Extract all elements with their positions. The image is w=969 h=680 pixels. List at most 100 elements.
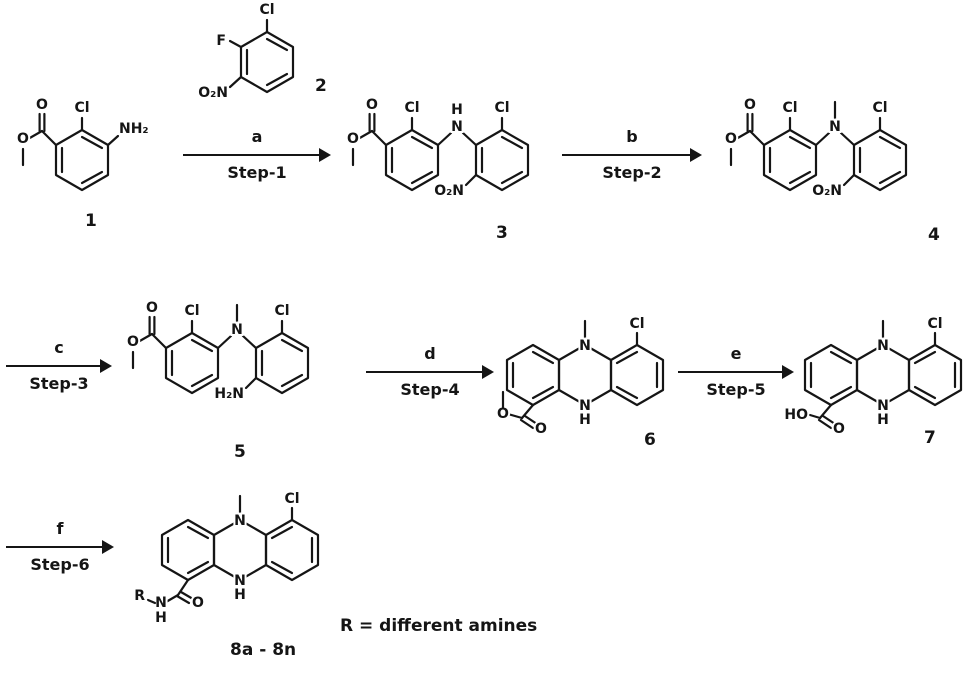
arrow-icon — [183, 148, 331, 162]
phenazine-core — [507, 316, 663, 428]
compound-8-drawing: O N H R — [132, 488, 340, 628]
benzene-ring — [254, 331, 310, 395]
bond — [464, 173, 478, 187]
arrow-icon — [366, 365, 494, 379]
double-bond — [519, 418, 535, 430]
atom-label-n: N — [829, 119, 841, 135]
phenazine-core — [805, 316, 961, 428]
chloro-group — [402, 98, 422, 132]
benzene-ring — [474, 128, 530, 192]
chloro-group — [72, 98, 92, 132]
reagent-label: a — [251, 127, 263, 146]
compound-4-drawing: N O₂N — [723, 95, 908, 201]
atom-label-r: R — [134, 588, 145, 604]
methyl-ester-group — [15, 95, 58, 167]
atom-label-h: H — [155, 610, 167, 626]
reaction-arrow-step-1: a Step-1 — [183, 126, 331, 184]
arrow-icon — [562, 148, 702, 162]
chloro-group — [780, 98, 800, 132]
double-bond — [821, 414, 837, 426]
atom-label-h: H — [451, 102, 463, 118]
compound-5-structure: N H₂N — [120, 255, 350, 424]
methyl-ester-group — [125, 298, 168, 370]
chloro-group — [870, 98, 890, 132]
compound-1-label: 1 — [85, 211, 97, 231]
benzene-ring — [762, 128, 818, 192]
reaction-arrow-step-4: d Step-4 — [366, 343, 494, 401]
methyl-ester-group — [723, 95, 766, 167]
step-label: Step-1 — [227, 163, 287, 182]
atom-label-o: O — [192, 595, 204, 611]
compound-8-structure: O N H R — [128, 488, 340, 640]
bond — [436, 131, 453, 147]
compound-1-structure: NH₂ — [2, 72, 157, 226]
atom-label-o: O — [535, 421, 547, 437]
atom-label-f: F — [216, 33, 226, 49]
compound-7-drawing: O HO — [782, 313, 969, 439]
bond — [808, 413, 822, 420]
compound-3-label: 3 — [496, 223, 508, 243]
bond — [164, 593, 180, 604]
benzene-ring — [384, 128, 440, 192]
bond — [520, 403, 535, 420]
compound-4-label: 4 — [928, 225, 940, 245]
compound-5-label: 5 — [234, 442, 246, 462]
compound-3-structure: N H O₂N — [340, 52, 570, 221]
atom-label-o: O — [833, 421, 845, 437]
atom-label-ho: HO — [784, 407, 808, 423]
atom-label-nh2: H₂N — [214, 386, 244, 402]
double-bond — [179, 590, 195, 601]
compound-6-label: 6 — [644, 430, 656, 450]
bond — [176, 578, 190, 597]
compound-2-label: 2 — [315, 76, 327, 96]
chloro-group — [257, 0, 277, 34]
step-label: Step-3 — [29, 374, 89, 393]
bond — [216, 334, 233, 350]
arrow-icon — [6, 359, 112, 373]
bond — [106, 134, 120, 147]
benzene-ring — [239, 30, 295, 94]
double-bond — [817, 418, 833, 430]
bond — [814, 131, 831, 147]
atom-label-no2: O₂N — [812, 183, 842, 199]
reaction-arrow-step-5: e Step-5 — [678, 343, 794, 401]
reagent-label: d — [424, 344, 436, 363]
compound-7-label: 7 — [924, 428, 936, 448]
step-label: Step-5 — [706, 380, 766, 399]
bond — [818, 403, 833, 420]
double-bond — [523, 414, 539, 426]
chloro-group — [182, 301, 202, 335]
bond — [461, 131, 478, 147]
atom-label-n: N — [155, 595, 167, 611]
phenazine-core — [162, 491, 318, 603]
methyl-ester-group — [345, 95, 388, 167]
bond — [506, 412, 524, 420]
atom-label-o: O — [497, 406, 509, 422]
atom-label-n: N — [451, 119, 463, 135]
step-label: Step-4 — [400, 380, 460, 399]
compound-5-drawing: N H₂N — [125, 298, 310, 404]
arrow-icon — [6, 540, 114, 554]
compound-6-structure: O O — [480, 313, 680, 447]
atom-label-no2: O₂N — [434, 183, 464, 199]
atom-label-no2: O₂N — [198, 85, 228, 101]
compound-2-drawing: F O₂N — [196, 0, 295, 103]
benzene-ring — [164, 331, 220, 395]
chloro-group — [272, 301, 292, 335]
benzene-ring — [54, 128, 110, 192]
bond — [228, 75, 243, 89]
double-bond — [175, 594, 191, 605]
reagent-label: e — [730, 344, 742, 363]
compound-4-structure: N O₂N — [718, 52, 948, 221]
arrow-icon — [678, 365, 794, 379]
reaction-arrow-step-3: c Step-3 — [6, 337, 112, 395]
reaction-arrow-step-2: b Step-2 — [562, 126, 702, 184]
bond — [839, 131, 856, 147]
compound-7-structure: O HO — [778, 313, 969, 447]
reagent-label: c — [54, 338, 64, 357]
compound-3-drawing: N H O₂N — [345, 95, 530, 201]
bond — [241, 334, 258, 350]
benzene-ring — [852, 128, 908, 192]
bond — [842, 173, 856, 187]
